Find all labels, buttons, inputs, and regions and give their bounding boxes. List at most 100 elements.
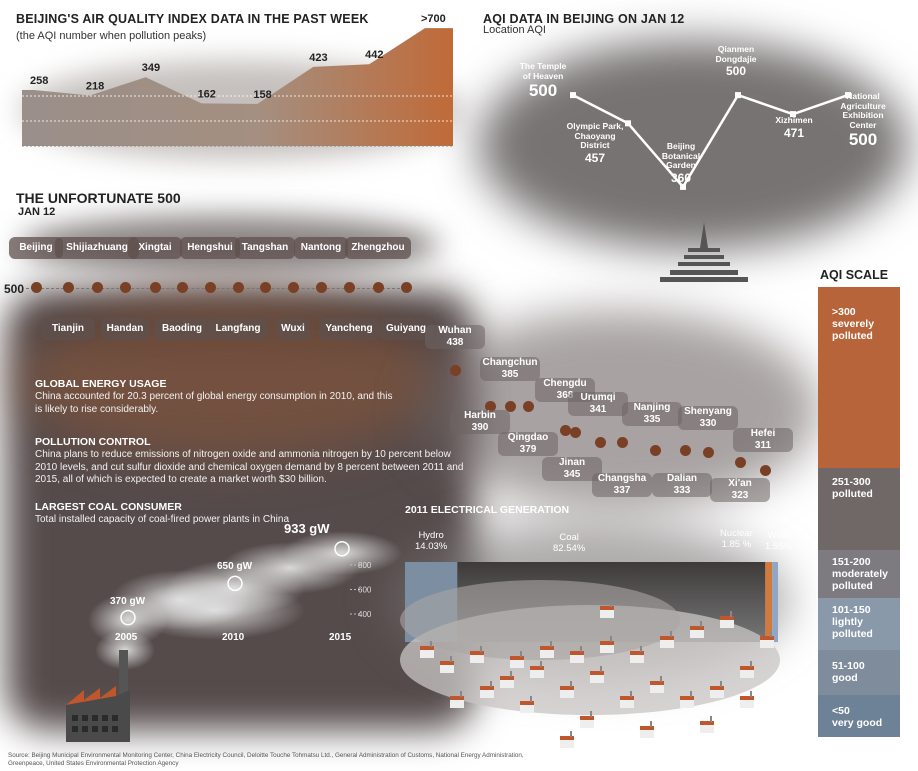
weekly-value-label: 423: [309, 52, 327, 64]
factory-block: [570, 655, 584, 663]
jan12-point: [735, 92, 741, 99]
factory-block: [530, 670, 544, 678]
factory-chimney: [570, 731, 572, 737]
factory-chimney: [690, 691, 692, 697]
city-dot: [63, 282, 74, 293]
factory-chimney: [510, 671, 512, 677]
factory-roof: [760, 636, 774, 640]
jan12-location-value: 500: [528, 81, 558, 100]
aqi-scale-text: polluted: [832, 330, 873, 342]
factory-block: [700, 725, 714, 733]
coal-ytick: 400: [358, 610, 372, 619]
city-dot: [450, 365, 461, 376]
coal-value-label: 650 gW: [217, 561, 253, 573]
city-value: 390: [471, 422, 489, 433]
city-dot: [703, 447, 714, 458]
factory-chimney: [590, 711, 592, 717]
aqi-scale-band: [818, 695, 900, 737]
jan12-location-name: Exhibition: [842, 110, 884, 120]
city-dot: [570, 427, 581, 438]
jan12-location-name: Chaoyang: [574, 130, 616, 141]
city-value: 330: [699, 418, 717, 429]
city-name: Dalian: [666, 473, 697, 484]
factory-block: [510, 660, 524, 668]
factory-chimney: [750, 661, 752, 667]
city-value: 323: [731, 490, 749, 501]
factory-chimney: [700, 621, 702, 627]
city-dot: [760, 465, 771, 476]
city-value: 341: [589, 404, 607, 415]
factory-chimney: [640, 646, 642, 652]
factory-roof: [540, 646, 554, 650]
jan12-location-value: 500: [725, 64, 747, 78]
factory-chimney: [460, 691, 462, 697]
factory-icon: [66, 650, 130, 742]
city-name: Wuxi: [275, 318, 311, 340]
factory-block: [470, 655, 484, 663]
jan12-point: [790, 111, 796, 118]
aqi-scale-text: <50: [832, 705, 850, 717]
city-name: Shenyang: [684, 406, 732, 417]
factory-roof: [740, 696, 754, 700]
city-name: Zhengzhou: [345, 237, 411, 259]
aqi-scale-band: [818, 598, 900, 650]
factory-chimney: [770, 631, 772, 637]
factory-chimney: [720, 681, 722, 687]
jan12-location-name: Olympic Park,: [566, 121, 624, 131]
factory-chimney: [750, 691, 752, 697]
jan12-location-name: Center: [849, 119, 877, 130]
factory-block: [690, 630, 704, 638]
factory-block: [580, 720, 594, 728]
aqi-scale-band: [818, 468, 900, 550]
jan12-point: [625, 120, 631, 127]
factory-roof: [620, 696, 634, 700]
factory-roof: [420, 646, 434, 650]
aqi-scale-text: lightly: [832, 616, 863, 628]
city-value: 379: [519, 444, 537, 455]
city-name: Qingdao: [507, 432, 549, 443]
factory-block: [630, 655, 644, 663]
factory-chimney: [660, 676, 662, 682]
city-name: Changchun: [482, 357, 538, 368]
factory-block: [740, 700, 754, 708]
city-dot: [505, 401, 516, 412]
electrical-category: Hydro: [418, 530, 444, 541]
factory-block: [560, 740, 574, 748]
weekly-value-label: >700: [421, 13, 446, 25]
city-value: 311: [754, 440, 772, 451]
factory-roof: [600, 641, 614, 645]
energy-text: China accounted for 20.3 percent of glob…: [35, 391, 393, 415]
factory-roof: [530, 666, 544, 670]
factory-block: [480, 690, 494, 698]
weekly-aqi-area: [22, 28, 453, 146]
city-dot: [150, 282, 161, 293]
aqi-scale-text: 251-300: [832, 476, 871, 488]
factory-chimney: [430, 641, 432, 647]
jan12-location-name: Botanical: [661, 150, 701, 161]
coal-smoke-puff: [125, 580, 305, 640]
pollution-text: China plans to reduce emissions of nitro…: [35, 449, 464, 485]
aqi-scale-text: >300: [832, 306, 856, 318]
jan12-location-name: Beijing: [666, 141, 696, 151]
factory-block: [420, 650, 434, 658]
factory-chimney: [610, 601, 612, 607]
factory-block: [450, 700, 464, 708]
temple-icon: [660, 222, 748, 282]
city-value: 368: [556, 390, 574, 401]
coal-value-label: 370 gW: [110, 595, 146, 607]
jan12-location-name: Agriculture: [840, 100, 886, 111]
factory-roof: [630, 651, 644, 655]
electrical-bar: [765, 562, 773, 642]
city-dot: [120, 282, 131, 293]
coal-year-label: 2015: [329, 632, 352, 643]
factory-roof: [560, 686, 574, 690]
coal-ytick: 600: [358, 586, 372, 595]
jan12-series-line: [572, 93, 849, 190]
